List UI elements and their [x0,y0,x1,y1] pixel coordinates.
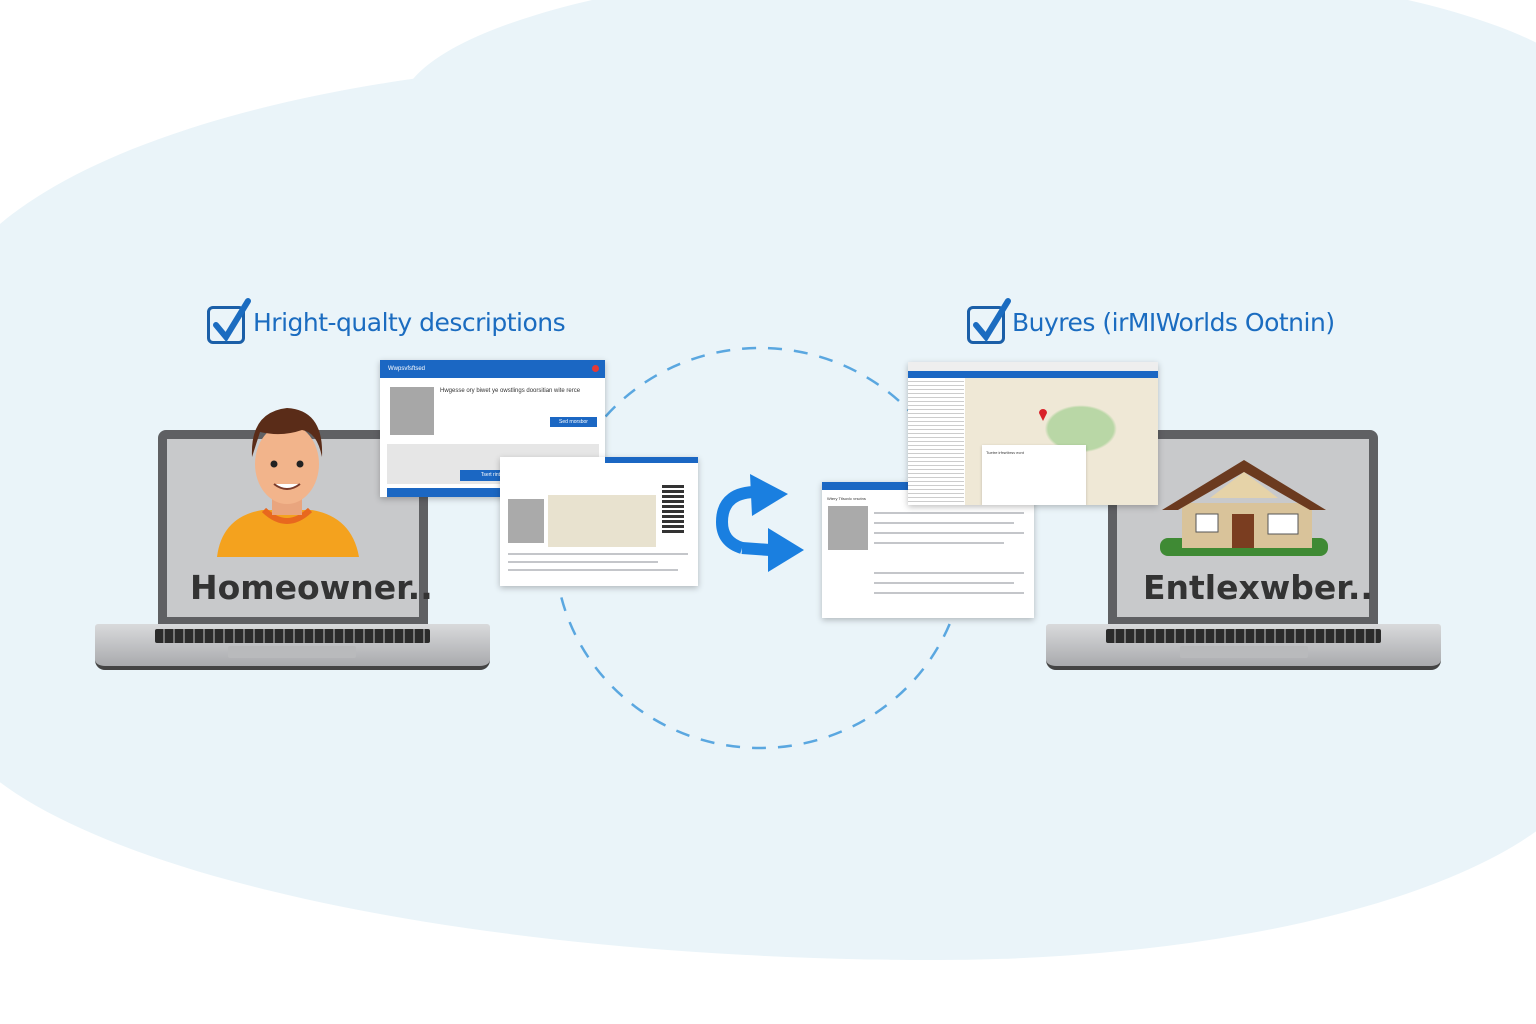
profile-photo [508,499,544,543]
close-icon[interactable] [592,365,599,372]
qr-code [662,485,684,535]
window-title: Wwpsvfsftsed [388,366,426,372]
checkbox-icon [207,298,251,344]
map-popup-title: Tuetre irfrsrtbrsv ecnt [986,450,1024,455]
map-thumbnail [548,495,656,547]
map-sidebar [908,378,964,505]
map-popup [982,445,1086,505]
house-icon [1160,460,1328,556]
cycle-arrows-icon [715,474,804,572]
send-button[interactable]: Sed rnorsbor [550,417,597,427]
submit-button[interactable]: Tsert rintdt [460,470,525,481]
person-avatar [217,408,359,557]
map-window: Tuetre irfrsrtbrsv ecnt [908,362,1158,505]
checkbox-icon [967,298,1011,344]
background-blob-top [400,0,1536,260]
listing-window-left [500,457,698,586]
laptop-label-left: Homeowner.. [190,568,433,607]
profile-window: Wwpsvfsftsed Hwgesse ory biwet ye owstli… [380,360,605,497]
heading-left: Hright-qualty descriptions [253,308,566,337]
trackpad [1180,646,1308,658]
trackpad [228,646,356,658]
keyboard [1106,629,1381,643]
laptop-label-right: Entlexwber.. [1143,568,1373,607]
profile-photo [828,506,868,550]
keyboard [155,629,430,643]
profile-photo [390,387,434,435]
profile-headline: Hwgesse ory biwet ye owstlings doorsitia… [440,388,581,394]
heading-right: Buyres (irMIWorlds Ootnin) [1012,308,1335,337]
map-pin-icon [1039,409,1047,421]
listing-title: Wtery Ttlsovlc vrsctns [827,496,866,501]
